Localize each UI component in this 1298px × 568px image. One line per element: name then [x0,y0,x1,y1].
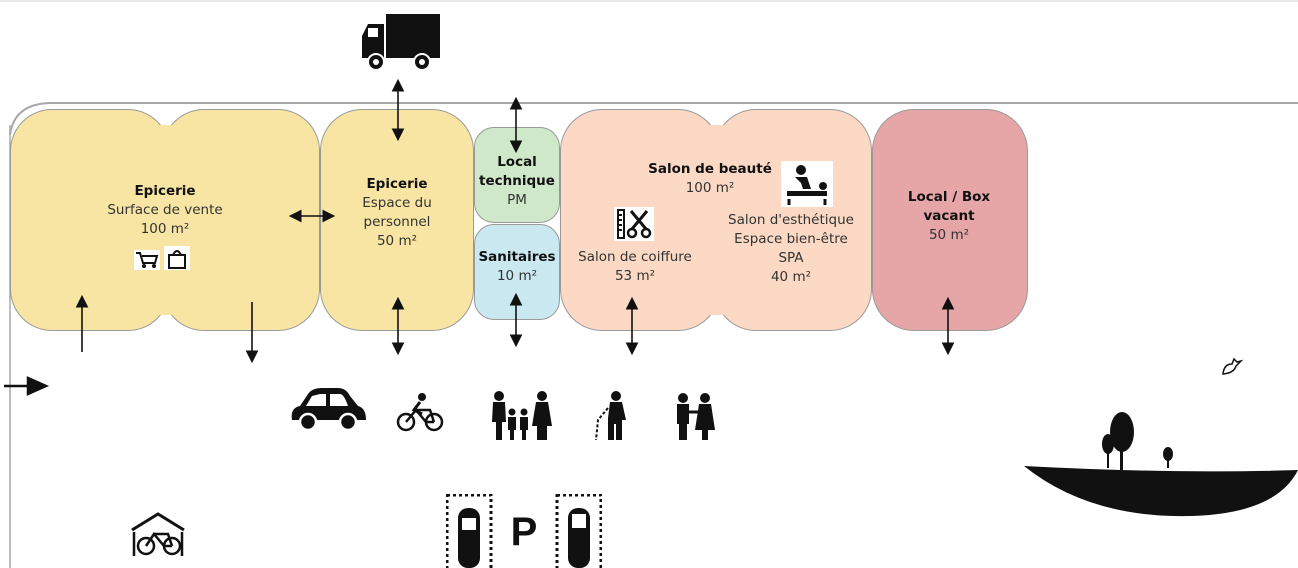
car-icon [288,384,368,440]
vacant-text: Local / Box vacant 50 m² [874,188,1024,245]
unit-local-vacant [872,109,1028,331]
delivery-truck-icon [360,12,442,80]
epicerie-personnel-text: Epicerie Espace du personnel 50 m² [322,175,472,251]
epicerie-personnel-line1: Espace du [362,195,432,211]
epicerie-vente-text: Epicerie Surface de vente 100 m² [80,182,250,239]
salon-header: Salon de beauté 100 m² [630,160,790,198]
tree-icon [1024,404,1298,524]
elderly-walker-icon [594,390,634,446]
bike-shelter-icon [128,510,188,562]
unit-epicerie-vente [10,109,170,331]
epicerie-vente-area: 100 m² [140,221,190,237]
esthetique-area: 40 m² [770,269,812,285]
esthetique-line1: Salon d'esthétique [728,212,854,228]
epicerie-personnel-area: 50 m² [376,233,418,249]
esthetique-line3: SPA [778,250,804,266]
epicerie-personnel-line2: personnel [363,214,431,230]
salon-title: Salon de beauté [648,161,772,177]
shopping-bag-icon [164,246,190,274]
merge-fill-salon [700,125,730,315]
unit-epicerie-personnel [320,109,474,331]
unit-salon-esthetique [714,109,872,331]
epicerie-personnel-title: Epicerie [366,176,428,192]
bicycle-icon [396,392,444,438]
sanitaires-area: 10 m² [496,268,538,284]
salon-area: 100 m² [685,180,735,196]
bird-icon [1220,356,1244,382]
merge-fill [150,125,180,315]
family-icon [490,390,554,446]
vacant-area: 50 m² [928,227,970,243]
esthetique-line2: Espace bien-être [734,231,848,247]
entry-arrow-icon [4,376,50,396]
couple-icon [672,392,718,446]
vacant-title2: vacant [923,208,975,224]
coiffure-text: Salon de coiffure 53 m² [562,248,708,286]
sanitaires-text: Sanitaires 10 m² [472,248,562,286]
shopping-cart-icon [134,250,160,274]
scissors-comb-icon [614,207,654,245]
local-technique-title2: technique [479,173,555,189]
local-technique-sub: PM [507,192,527,208]
parking-area: P [446,494,602,568]
coiffure-label: Salon de coiffure [578,249,692,265]
coiffure-area: 53 m² [614,268,656,284]
local-technique-text: Local technique PM [472,153,562,210]
esthetique-text: Salon d'esthétique Espace bien-être SPA … [708,211,874,287]
epicerie-vente-title: Epicerie [134,183,196,199]
local-technique-title1: Local [497,154,537,170]
sanitaires-title: Sanitaires [478,249,556,265]
parking-label: P [510,510,538,554]
vacant-title1: Local / Box [907,189,991,205]
massage-icon [781,161,833,211]
epicerie-vente-line1: Surface de vente [107,202,223,218]
